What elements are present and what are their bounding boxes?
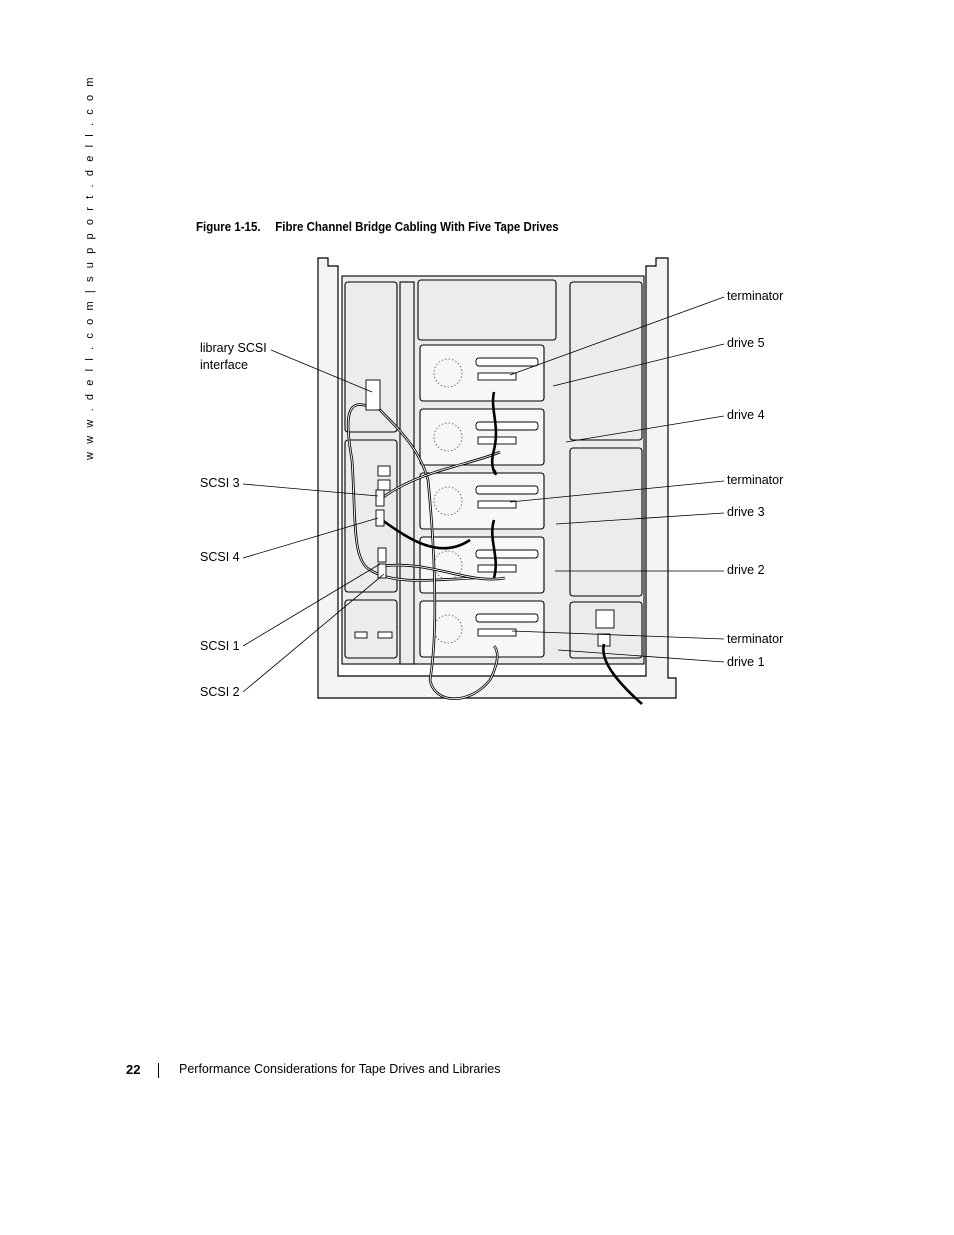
drive-bays — [419, 344, 545, 658]
callout-terminator-mid: terminator — [727, 473, 784, 487]
scsi4-connector — [375, 509, 385, 527]
callout-drive2: drive 2 — [727, 563, 765, 577]
callout-library-scsi-line2: interface — [200, 358, 248, 372]
callout-terminator-bottom: terminator — [727, 632, 784, 646]
bottom-port-b — [377, 631, 393, 639]
scsi3-connector — [375, 489, 385, 507]
bridge-port-b — [377, 479, 391, 491]
figure-caption: Figure 1-15. Fibre Channel Bridge Cabling… — [196, 220, 559, 234]
scsi1-connector — [377, 547, 387, 563]
callout-terminator-top: terminator — [727, 289, 784, 303]
callout-drive4: drive 4 — [727, 408, 765, 422]
callout-library-scsi-line1: library SCSI — [200, 341, 267, 355]
leader-lines-right — [509, 296, 725, 663]
library-scsi-connector — [365, 379, 381, 411]
chassis-frame — [317, 257, 677, 699]
callout-scsi2: SCSI 2 — [200, 685, 240, 699]
bridge-port-a — [377, 465, 391, 477]
callout-drive3: drive 3 — [727, 505, 765, 519]
figure-title: Fibre Channel Bridge Cabling With Five T… — [275, 220, 559, 234]
right-module-mid — [569, 447, 643, 597]
scsi-cables — [346, 379, 643, 705]
footer-title: Performance Considerations for Tape Driv… — [179, 1062, 501, 1076]
callout-drive5: drive 5 — [727, 336, 765, 350]
callout-scsi4: SCSI 4 — [200, 550, 240, 564]
page-number: 22 — [126, 1062, 141, 1077]
leader-lines-left — [242, 349, 385, 693]
center-rail — [399, 281, 415, 665]
figure-label: Figure 1-15. — [196, 220, 261, 234]
scsi2-connector — [377, 563, 387, 579]
callout-scsi3: SCSI 3 — [200, 476, 240, 490]
power-switch — [595, 609, 615, 629]
left-module-top — [344, 281, 398, 433]
center-top-panel — [417, 279, 557, 341]
left-module-bottom — [344, 599, 398, 659]
callout-library-scsi: library SCSI interface — [200, 340, 267, 374]
right-module-top — [569, 281, 643, 441]
callout-drive1: drive 1 — [727, 655, 765, 669]
bottom-port-a — [354, 631, 368, 639]
callout-scsi1: SCSI 1 — [200, 639, 240, 653]
footer-divider — [158, 1063, 159, 1078]
